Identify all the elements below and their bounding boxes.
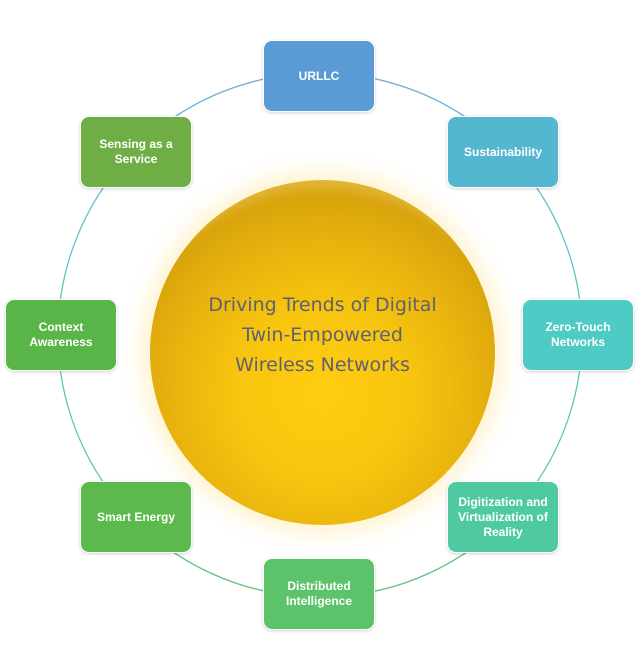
- center-hub: [150, 180, 495, 525]
- node-digitization: Digitization and Virtualization of Reali…: [447, 481, 559, 553]
- node-zero-touch-networks: Zero-Touch Networks: [522, 299, 634, 371]
- node-distributed-intelligence: Distributed Intelligence: [263, 558, 375, 630]
- node-digitization-label: Digitization and Virtualization of Reali…: [458, 494, 548, 539]
- node-smart-energy-label: Smart Energy: [96, 509, 176, 524]
- node-context-awareness: Context Awareness: [5, 299, 117, 371]
- node-sustainability-label: Sustainability: [463, 144, 543, 159]
- center-title-line: Twin-Empowered: [242, 324, 403, 346]
- center-title-line: Wireless Networks: [235, 354, 410, 376]
- node-sensing-as-a-service: Sensing as a Service: [80, 116, 192, 188]
- center-title-line: Driving Trends of Digital: [208, 294, 437, 316]
- node-smart-energy: Smart Energy: [80, 481, 192, 553]
- node-sustainability: Sustainability: [447, 116, 559, 188]
- node-context-label: Context Awareness: [29, 320, 93, 349]
- node-urllc: URLLC: [263, 40, 375, 112]
- center-title: Driving Trends of Digital Twin-Empowered…: [175, 290, 470, 380]
- node-urllc-label: URLLC: [298, 68, 340, 83]
- node-sensing-label: Sensing as a Service: [99, 137, 173, 166]
- node-distributed-label: Distributed Intelligence: [285, 579, 353, 608]
- node-zero-touch-label: Zero-Touch Networks: [545, 320, 611, 349]
